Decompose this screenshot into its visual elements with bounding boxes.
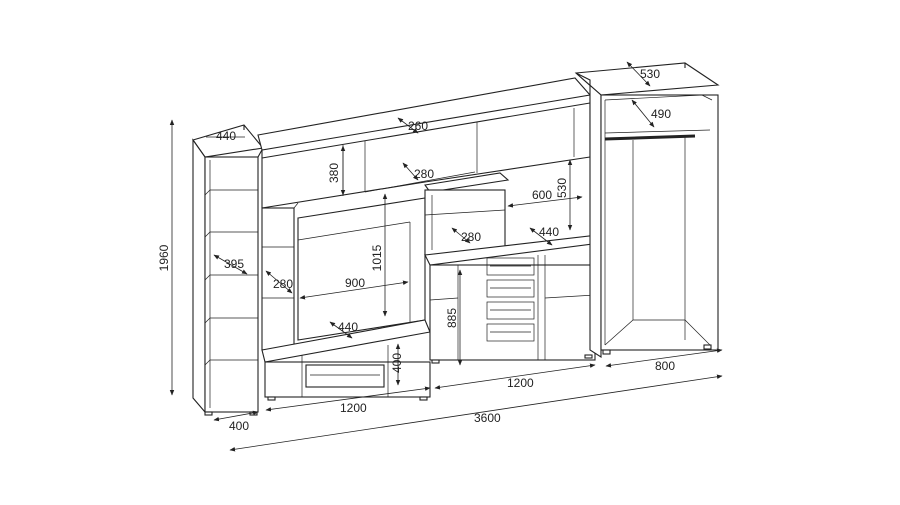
dim-upper-box-600: 600 (532, 188, 552, 202)
dim-wardrobe-530: 530 (640, 67, 660, 81)
dim-mid-shelf-280: 280 (414, 167, 434, 181)
left-bookcase (192, 124, 265, 416)
dim-niche-height-380: 380 (327, 163, 341, 183)
dim-right-block-440: 440 (539, 225, 559, 239)
dim-side-shelf-280: 280 (273, 277, 293, 291)
dim-tv-height-1015: 1015 (370, 244, 384, 271)
dim-tv-base-400: 400 (390, 353, 404, 373)
right-wardrobe (574, 62, 720, 359)
dim-left-depth-440: 440 (216, 129, 236, 143)
dim-wardrobe-width-800: 800 (655, 359, 675, 373)
dim-top-shelf-260: 260 (408, 119, 428, 133)
tv-wall (257, 77, 601, 401)
dim-height-1960: 1960 (157, 244, 171, 271)
dim-right-block-1200: 1200 (507, 376, 534, 390)
dim-tv-width-900: 900 (345, 276, 365, 290)
dim-left-shelf-395: 395 (224, 257, 244, 271)
dim-tv-block-1200: 1200 (340, 401, 367, 415)
dim-upper-box-280: 280 (461, 230, 481, 244)
dim-left-width-400: 400 (229, 419, 249, 433)
dim-tv-base-440: 440 (338, 320, 358, 334)
dimension-labels: 1960 440 395 400 3600 1200 1200 800 260 … (157, 67, 675, 433)
dim-upper-box-530: 530 (555, 178, 569, 198)
dimension-lines (169, 61, 723, 452)
dim-drawer-885: 885 (445, 308, 459, 328)
dim-wardrobe-490: 490 (651, 107, 671, 121)
dim-total-3600: 3600 (474, 411, 501, 425)
